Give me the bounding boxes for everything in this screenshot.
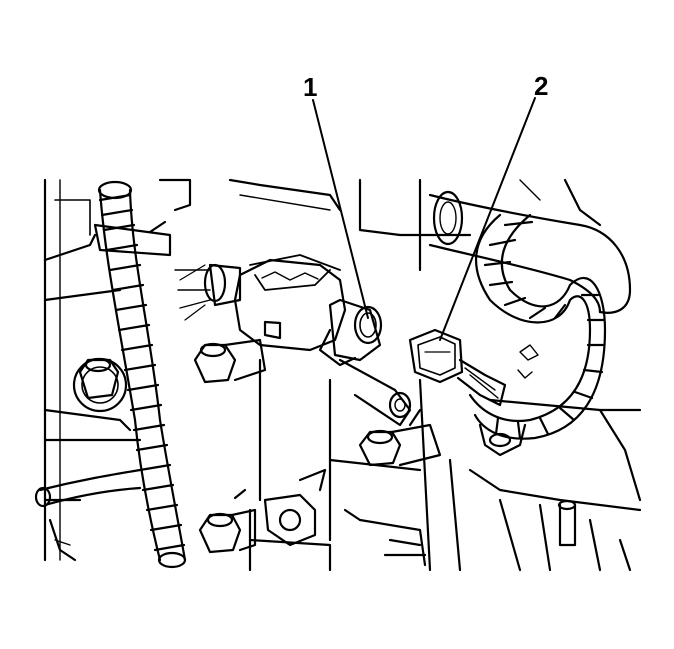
bolt-bottom (198, 488, 257, 554)
leader-line-1 (312, 99, 369, 319)
hose-upper-right (428, 190, 632, 314)
hose-bottom-left (34, 468, 142, 508)
bolt-center (358, 408, 442, 467)
bolt-left (72, 357, 128, 413)
sensor-body (174, 254, 347, 352)
bolt-center-left (193, 338, 267, 384)
bracket-plate (263, 493, 317, 547)
sensor-cylinder (318, 298, 383, 367)
wire-loom-left (93, 180, 187, 569)
wire-loom-right (468, 213, 607, 440)
sensor-tube (338, 358, 412, 427)
callout-label-1: 1 (303, 72, 318, 102)
leader-line-2 (439, 97, 536, 341)
harness-connector (408, 328, 507, 407)
callout-label-2: 2 (534, 71, 549, 101)
tube-lower-right (478, 423, 577, 547)
